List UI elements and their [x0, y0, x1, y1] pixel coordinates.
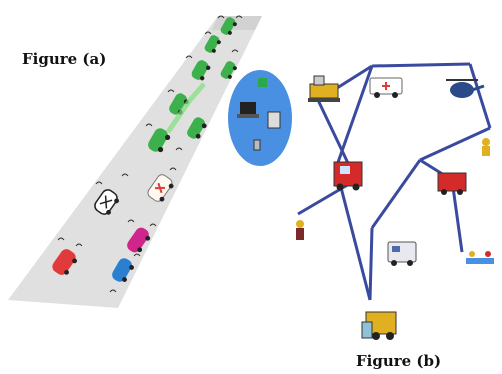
signal-marks: [57, 15, 243, 293]
forklift-node: [361, 311, 397, 340]
red-truck-node: [437, 172, 467, 195]
figure-a-caption: Figure (a): [22, 50, 107, 68]
ambulance-car: [147, 174, 174, 202]
figure-b-network: [297, 62, 492, 301]
road-shadow: [212, 16, 262, 30]
magenta-car: [127, 227, 151, 253]
wireless-link-glow: [165, 82, 206, 134]
worker-node: [296, 220, 304, 240]
green-car: [220, 17, 237, 35]
ambulance-node: [369, 77, 403, 98]
fire-truck-node: [333, 161, 363, 191]
police-van-node: [387, 241, 417, 266]
person-node: [482, 138, 490, 156]
figure-b-caption: Figure (b): [356, 352, 442, 370]
chip-icon: [258, 78, 267, 87]
laptop-icon: [240, 102, 256, 114]
red-car: [52, 249, 77, 275]
stretcher-node: [466, 251, 494, 264]
green-car: [187, 117, 207, 139]
helicopter-node: [446, 79, 485, 98]
hub-circle: [228, 70, 292, 166]
device-hub: [228, 70, 292, 166]
green-car: [204, 35, 221, 53]
green-car: [220, 61, 237, 79]
green-car: [191, 60, 211, 81]
bulldozer-node: [308, 75, 340, 102]
white-car: [94, 189, 119, 215]
phone-icon: [253, 139, 261, 151]
green-car: [148, 128, 171, 153]
pda-icon: [267, 111, 281, 129]
figure-a-highway: [8, 15, 262, 308]
blue-car: [112, 258, 134, 282]
